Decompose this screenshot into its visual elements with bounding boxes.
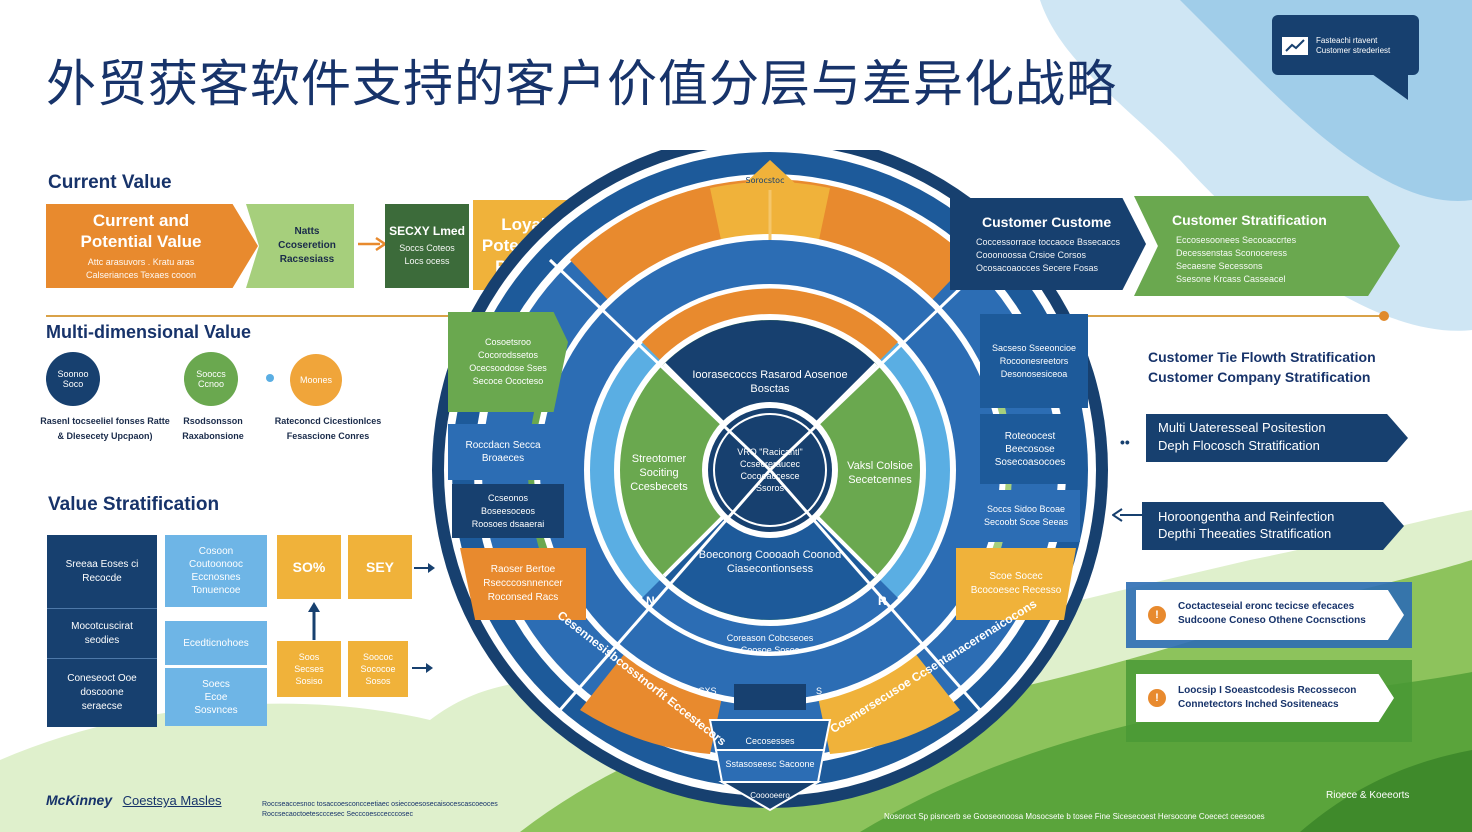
right-heading-1: Customer Tie Flowth Stratification	[1148, 349, 1376, 365]
right-panel-1: Multi Uateresseal Positestion Deph Floco…	[1146, 414, 1408, 462]
wheel-outer-right-mid1: Roteoocest Beecosose Sosecoasocoes	[980, 414, 1080, 484]
strat-yellow-1: SO%	[277, 535, 341, 599]
wheel-outer-left-top: Cosoetsroo Cocorodssetos Ocecsoodose Sse…	[448, 312, 568, 412]
badge-line1: Fasteachi rtavent	[1316, 36, 1378, 45]
callout-2-line-2: Connetectors Inched Sositeneacs	[1178, 699, 1339, 710]
current-potential-sub: Attc arasuvors . Kratu aras Calseriances…	[86, 257, 196, 280]
callout-2-line-1: Loocsip I Soeastcodesis Recossecon	[1178, 685, 1357, 696]
wheel-outer-right-mid2: Soccs Sidoo Bcoae Secoobt Scoe Seeas	[972, 490, 1080, 542]
flow1-bullet-1: Coccessorrace toccaoce Bssecaccs	[976, 237, 1121, 247]
flow1-title: Customer Custome	[982, 214, 1112, 230]
arrow-right-icon	[358, 236, 386, 252]
wheel-ring-bottom: Boeconorg Coooaoh Coonod Ciasecontionses…	[698, 549, 842, 575]
navy-value-sub: Soccs Coteos Locs ocess	[399, 243, 455, 266]
brand-name: McKinney	[46, 792, 113, 808]
value-circle-orange: Moones	[290, 354, 342, 406]
customer-stratification-box: Customer Stratification Eccosesoonees Se…	[1134, 196, 1400, 296]
brand-sub: Coestsya Masles	[122, 793, 222, 808]
callout-1: ! Coctacteseial eronc tecicse efecaces S…	[1136, 590, 1404, 640]
footer-right-note: Rioece & Koeeorts	[1326, 790, 1410, 801]
wheel-mark-left: N	[646, 594, 655, 608]
green-value-box: Natts Ccoseretion Racsesiass	[246, 204, 354, 288]
value-caption-3: Rateconcd Cicestionlces Fesascione Conre…	[274, 416, 382, 441]
flow2-title: Customer Stratification	[1172, 212, 1327, 228]
arrow-right-small-icon	[414, 563, 435, 573]
page-title: 外贸获客软件支持的客户价值分层与差异化战略	[46, 55, 1117, 113]
strat-navy-2: Mocotcuscirat seodies	[47, 609, 157, 659]
strat-navy-column	[47, 535, 157, 727]
wheel-mark-right: R	[878, 594, 887, 608]
footer-brand: McKinney Coestsya Masles	[46, 792, 222, 810]
panel1-line-1: Multi Uateresseal Positestion	[1158, 420, 1326, 435]
info-icon: !	[1148, 606, 1166, 624]
flow2-line-4: Ssesone Krcass Casseacel	[1176, 274, 1286, 284]
dot-icon	[266, 374, 274, 382]
flow2-line-3: Secaesne Secessons	[1176, 261, 1263, 271]
wheel-outer-right-top: Sacseso Sseeoncioe Rocoonesreetors Deson…	[980, 314, 1088, 408]
multi-value-heading: Multi-dimensional Value	[46, 322, 252, 342]
panel1-line-2: Deph Flocosch Stratification	[1158, 438, 1320, 453]
current-potential-box: Current and Potential Value Attc arasuvo…	[46, 204, 258, 288]
strat-navy-1: Sreeaa Eoses ci Recocde	[47, 535, 157, 609]
value-caption-1: Rasenl tocseeliel fonses Ratte & Dlesece…	[40, 416, 170, 441]
chart-icon	[1282, 37, 1308, 55]
info-icon-2: !	[1148, 689, 1166, 707]
footer-fine-2: Roccsecaoctoetescccesec Secccoesccecccos…	[262, 811, 413, 818]
wheel-ring-top: Ioorasecoccs Rasarod Aosenoe Bosctas	[692, 369, 848, 395]
wheel-left: Streotomer Sociting Ccesbecets	[630, 453, 688, 493]
wheel-top-arrow-label: Sorocstoc	[745, 176, 785, 185]
flow2-line-1: Eccosesoonees Secocaccrtes	[1176, 235, 1297, 245]
wheel-outer-right-low: Scoe Socec Bcocoesec Recesso	[956, 548, 1076, 620]
wheel-right: Vaksl Colsioe Secetcennes	[847, 460, 913, 486]
wheel-base-1: Cecosesses	[745, 736, 795, 746]
arrow-left-icon	[1112, 508, 1144, 522]
current-potential-title: Current and Potential Value	[80, 211, 202, 251]
value-wheel	[432, 150, 1108, 812]
footer-fine-1: Roccseaccesnoc tosaccoesconcceetiaec osi…	[262, 801, 498, 808]
wheel-base-3: Cooooeero	[750, 790, 790, 800]
current-value-heading: Current Value	[48, 172, 172, 193]
wheel-bottom: Coreason Cobcseoes Coosoe Sosoc	[726, 633, 814, 655]
brand-badge: Fasteachi rtavent Customer strederiest	[1272, 15, 1419, 75]
strat-yellow-2: SEY	[348, 535, 412, 599]
value-circle-green: Sooccs Ccnoo	[184, 352, 238, 406]
badge-line2: Customer strederiest	[1316, 46, 1391, 55]
customer-custome-box: Customer Custome Coccessorrace toccaoce …	[950, 198, 1146, 290]
strat-sky-2: Ecedticnohoes	[165, 621, 267, 665]
green-value-text: Natts Ccoseretion Racsesiass	[278, 226, 336, 265]
strat-sky-3: Soecs Ecoe Sosvnces	[165, 668, 267, 726]
footer-fine-print: Roccseaccesnoc tosaccoesconcceetiaec osi…	[262, 800, 572, 820]
value-strat-heading: Value Stratification	[48, 494, 220, 515]
callout-1-line-1: Coctacteseial eronc tecicse efecaces	[1178, 601, 1355, 612]
strat-yellow-4: Soococ Sococoe Sosos	[348, 641, 408, 697]
footer-bottom-note: Nosoroct Sp pisncerb se Gooseonoosa Moso…	[884, 812, 1265, 821]
wheel-base-side-left: CXS	[698, 686, 717, 696]
wheel-core: VRO "Racicantl" Ccsecreraucec Cocoeacces…	[737, 447, 803, 493]
arrow-up-icon	[308, 602, 320, 640]
flow1-bullet-2: Cooonoossa Crsioe Corsos	[976, 250, 1087, 260]
flow1-bullet-3: Ocosacoaocces Secere Fosas	[976, 263, 1099, 273]
value-circle-navy: Soonoo Soco	[46, 352, 100, 406]
navy-value-box: SECXY Lmed Soccs Coteos Locs ocess	[385, 204, 469, 288]
strat-navy-3: Coneseoct Ooe doscoone seraecse	[67, 673, 137, 712]
panel2-line-1: Horoongentha and Reinfection	[1158, 509, 1335, 524]
panel2-line-2: Depthi Theeaties Stratification	[1158, 526, 1332, 541]
badge-pointer	[1372, 74, 1408, 100]
flow2-line-2: Decessenstas Sconoceress	[1176, 248, 1288, 258]
wheel-outer-left-low: Raoser Bertoe Rsecccosnnencer Roconsed R…	[460, 548, 586, 620]
wheel-outer-left-mid1: Roccdacn Secca Broaeces	[448, 424, 558, 480]
callout-2: ! Loocsip I Soeastcodesis Recossecon Con…	[1136, 674, 1394, 722]
strat-sky-1: Cosoon Coutoonooc Eccnosnes Tonuencoe	[165, 535, 267, 607]
right-panel-2: Horoongentha and Reinfection Depthi Thee…	[1142, 502, 1404, 550]
wheel-base-2: Sstasoseesc Sacoone	[725, 759, 815, 769]
right-heading-2: Customer Company Stratification	[1148, 369, 1371, 385]
strat-yellow-3: Soos Secses Sosiso	[277, 641, 341, 697]
wheel-outer-left-mid2: Ccseonos Boseesoceos Roosoes dsaaerai	[452, 484, 564, 538]
navy-value-title: SECXY Lmed	[389, 224, 465, 238]
wheel-base-side-right: S	[816, 686, 823, 696]
callout-1-line-2: Sudcoone Coneso Othene Cocnsctions	[1178, 615, 1366, 626]
arrow-right-small-icon-2	[412, 663, 433, 673]
value-caption-2: Rsodsonsson Raxabonsione	[182, 416, 244, 441]
dots-icon: ••	[1120, 434, 1130, 450]
